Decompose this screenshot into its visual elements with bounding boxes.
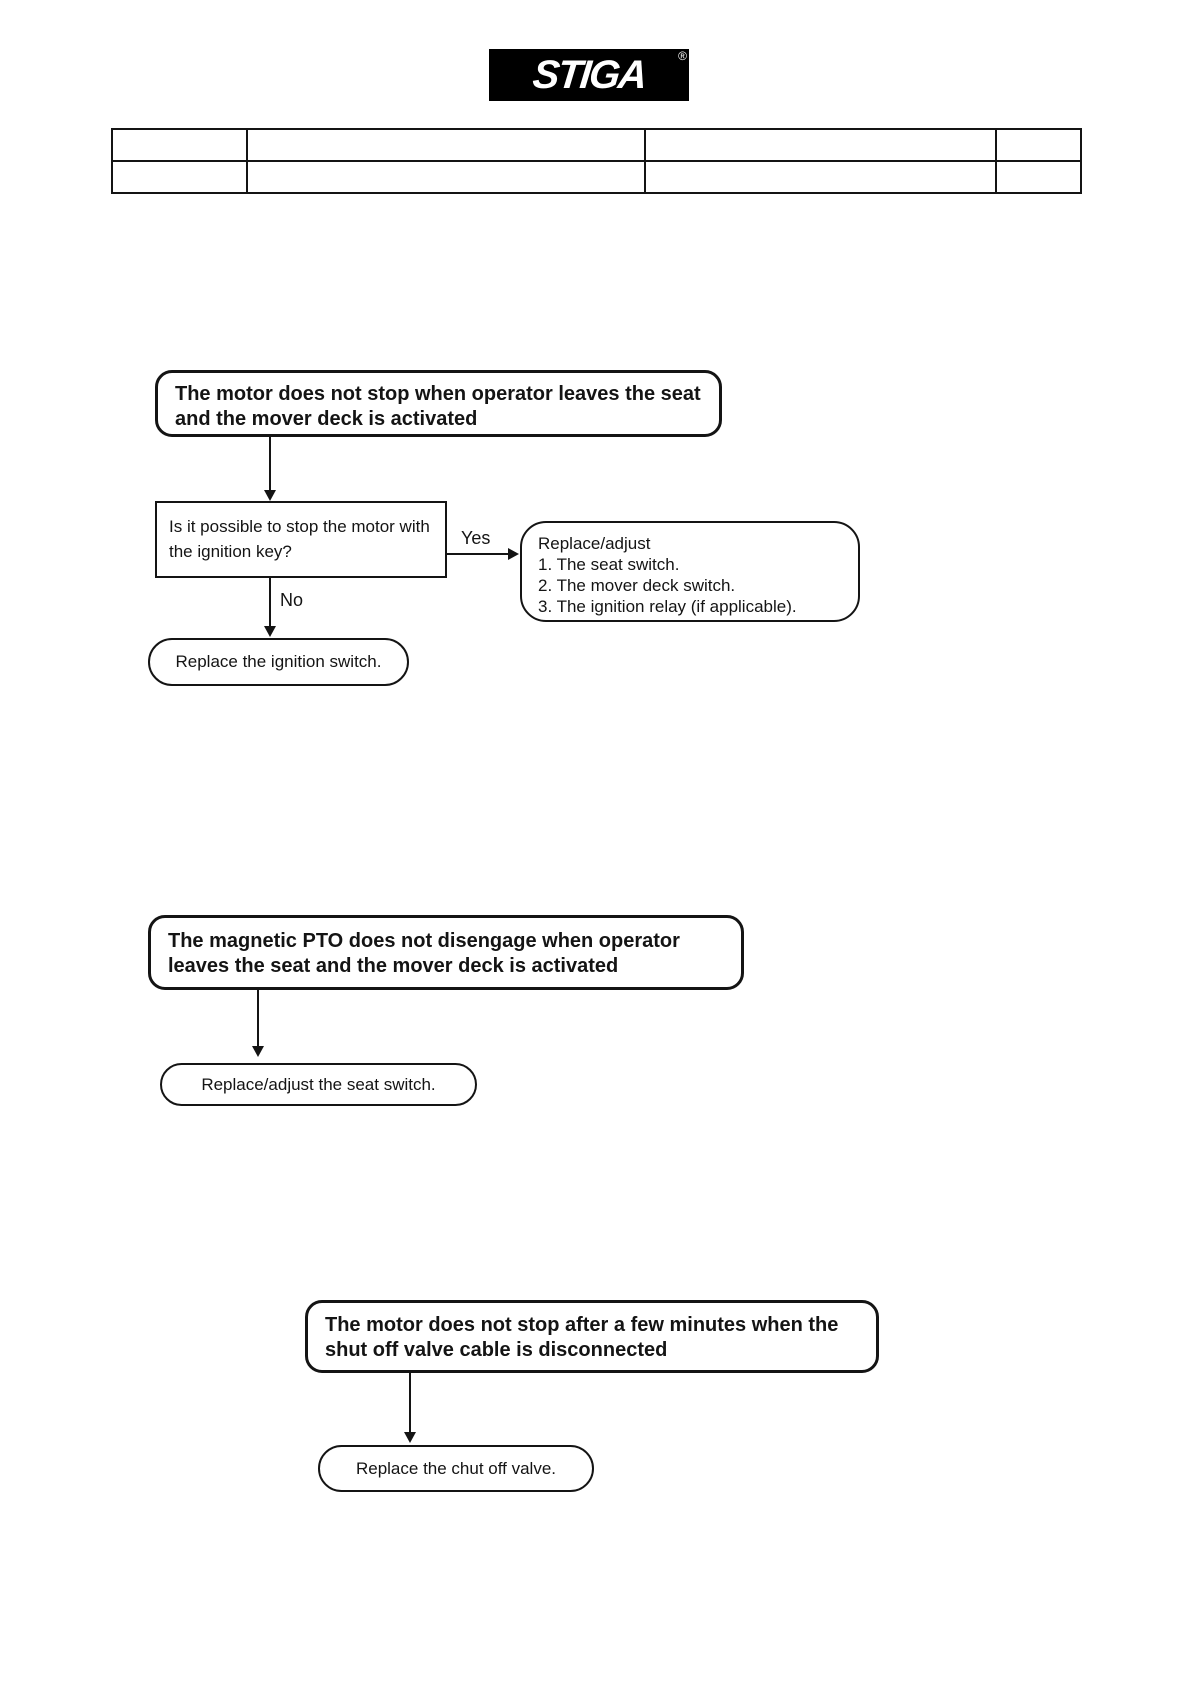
connector-line: [269, 578, 271, 627]
table-cell: [246, 128, 646, 162]
connector-line: [409, 1373, 411, 1432]
table-cell: [246, 160, 646, 194]
result-item: 2. The mover deck switch.: [538, 576, 736, 595]
table-cell: [644, 128, 997, 162]
table-cell: [644, 160, 997, 194]
registered-trademark-icon: ®: [678, 49, 687, 63]
no-edge-label: No: [280, 590, 304, 610]
table-row: [111, 160, 1082, 194]
header-table: [111, 128, 1082, 194]
result-item: 3. The ignition relay (if applicable).: [538, 597, 797, 616]
flowchart3-start-node: The motor does not stop after a few minu…: [305, 1300, 879, 1373]
flowchart1-no-result-node: Replace the ignition switch.: [148, 638, 409, 686]
result-intro: Replace/adjust: [538, 534, 651, 553]
table-cell: [995, 128, 1082, 162]
flowchart2-start-node: The magnetic PTO does not disengage when…: [148, 915, 744, 990]
connector-line: [447, 553, 508, 555]
result-item: 1. The seat switch.: [538, 555, 680, 574]
table-row: [111, 128, 1082, 162]
table-cell: [111, 128, 248, 162]
flowchart3-result-node: Replace the chut off valve.: [318, 1445, 594, 1492]
arrow-down-icon: [252, 1046, 264, 1057]
arrow-down-icon: [404, 1432, 416, 1443]
connector-line: [257, 990, 259, 1047]
flowchart2-result-node: Replace/adjust the seat switch.: [160, 1063, 477, 1106]
flowchart1-start-node: The motor does not stop when operator le…: [155, 370, 722, 437]
table-cell: [111, 160, 248, 194]
stiga-logo: STIGA ®: [489, 49, 689, 101]
flowchart1-yes-result-node: Replace/adjust 1. The seat switch. 2. Th…: [520, 521, 860, 622]
brand-text: STIGA: [530, 53, 648, 97]
arrow-down-icon: [264, 490, 276, 501]
yes-edge-label: Yes: [461, 528, 491, 548]
arrow-down-icon: [264, 626, 276, 637]
table-cell: [995, 160, 1082, 194]
arrow-right-icon: [508, 548, 519, 560]
connector-line: [269, 437, 271, 491]
flowchart1-question-node: Is it possible to stop the motor with th…: [155, 501, 447, 578]
